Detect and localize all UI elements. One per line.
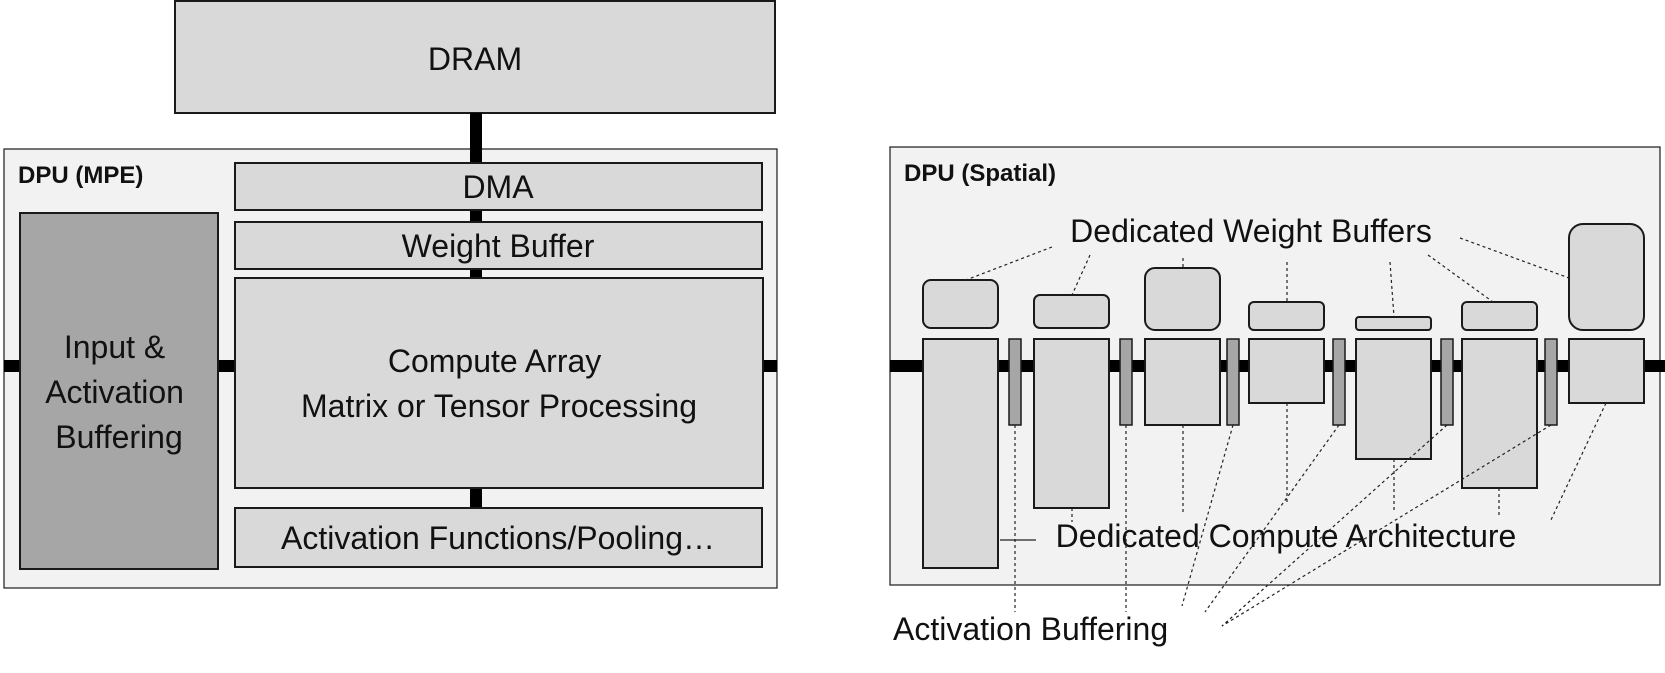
compute-block-3 xyxy=(1144,338,1221,426)
compute-array-line-1: Compute Array xyxy=(388,343,601,379)
compute-block-7 xyxy=(1568,338,1645,404)
weight-buffer-label: Weight Buffer xyxy=(402,228,595,264)
weight-buffer-3 xyxy=(1144,267,1221,331)
weight-buffer-1 xyxy=(922,279,999,329)
dma-block xyxy=(234,162,763,211)
weight-buffer-5 xyxy=(1355,316,1432,331)
compute-block-6 xyxy=(1461,338,1538,489)
weight-buffer-2 xyxy=(1033,294,1110,329)
dma-label: DMA xyxy=(462,169,534,205)
dram-label: DRAM xyxy=(428,41,522,77)
compute-block-5 xyxy=(1355,338,1432,460)
input-buffer-line-3: Buffering xyxy=(55,419,183,455)
dram-block xyxy=(174,0,776,114)
compute-block-4 xyxy=(1248,338,1325,404)
input-buffer-line-1: Input & xyxy=(64,329,165,365)
activation-buffer-4 xyxy=(1332,338,1346,426)
compute-block-2 xyxy=(1033,338,1110,509)
activation-buffering-label: Activation Buffering xyxy=(893,611,1168,647)
weight-buffer-4 xyxy=(1248,301,1325,331)
compute-architecture-leaders xyxy=(1000,402,1607,541)
input-buffer-line-2: Activation xyxy=(45,374,184,410)
compute-array-label: Compute Array Matrix or Tensor Processin… xyxy=(301,343,697,424)
activation-buffering-leaders xyxy=(1014,424,1552,627)
activation-buffer-3 xyxy=(1226,338,1240,426)
weight-buffer-leaders xyxy=(965,237,1570,318)
activation-buffer-1 xyxy=(1008,338,1022,426)
dedicated-weight-buffers-label: Dedicated Weight Buffers xyxy=(1070,213,1432,249)
activation-buffer-5 xyxy=(1440,338,1454,426)
compute-array-line-2: Matrix or Tensor Processing xyxy=(301,388,697,424)
compute-block-1 xyxy=(922,338,999,569)
weight-buffer-block xyxy=(234,221,763,270)
weight-buffer-7 xyxy=(1568,223,1645,331)
activation-functions-label: Activation Functions/Pooling… xyxy=(281,520,715,556)
mpe-title: DPU (MPE) xyxy=(18,162,143,189)
input-buffer-label: Input & Activation Buffering xyxy=(45,329,193,455)
dedicated-compute-architecture-label: Dedicated Compute Architecture xyxy=(1056,518,1517,554)
spatial-title: DPU (Spatial) xyxy=(904,160,1056,187)
activation-functions-block xyxy=(234,507,763,568)
activation-buffer-6 xyxy=(1544,338,1558,426)
activation-buffer-2 xyxy=(1119,338,1133,426)
compute-array-block xyxy=(234,277,764,489)
weight-buffer-6 xyxy=(1461,301,1538,331)
input-activation-buffer xyxy=(19,212,219,570)
